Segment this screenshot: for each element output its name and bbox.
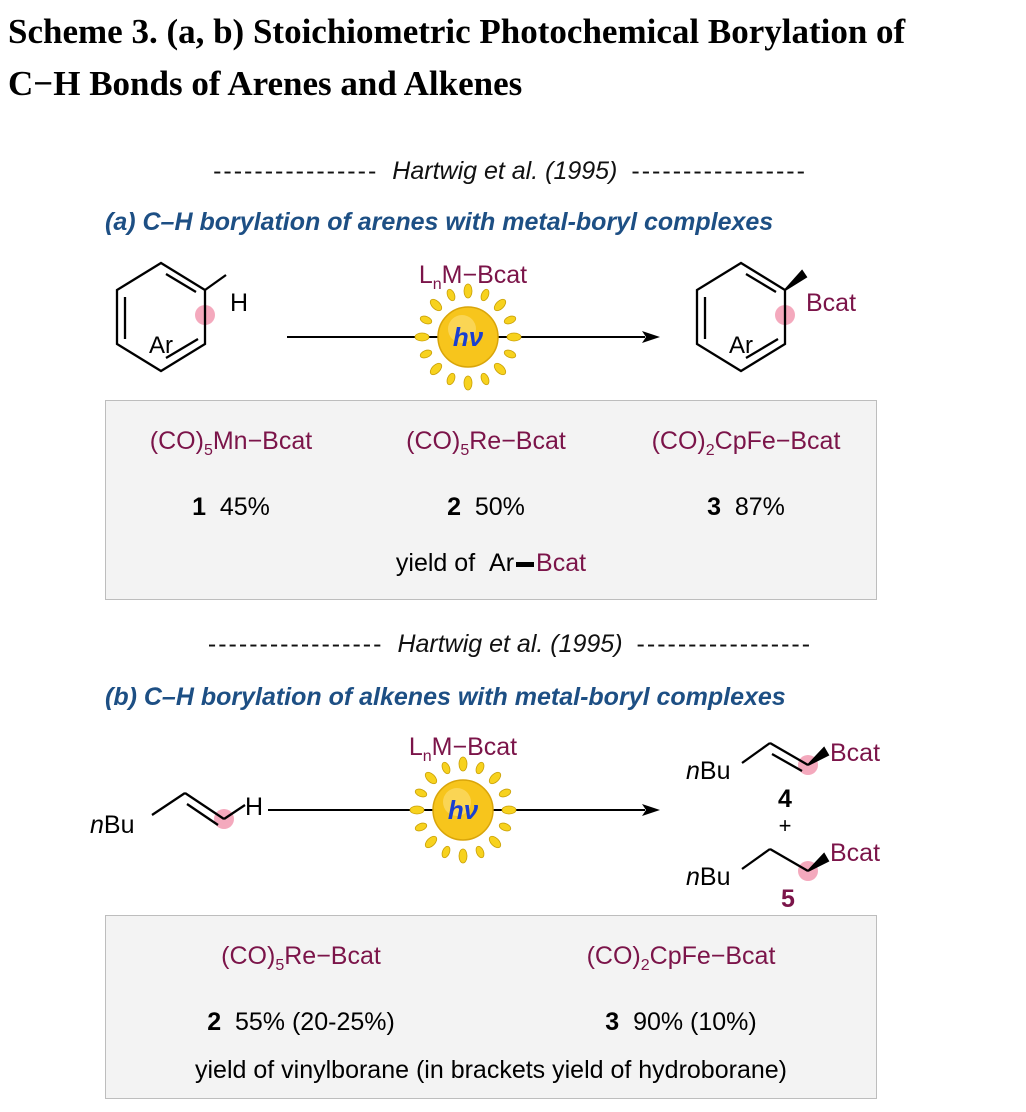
product-5-alkylborane: nBu Bcat 5 — [686, 839, 880, 910]
section-a-divider: ----------------Hartwig et al. (1995)---… — [213, 157, 807, 185]
product-5-nbu-label: nBu — [686, 863, 731, 891]
complex-a-2: (CO)5Re−Bcat — [406, 427, 566, 459]
complex-b-3: (CO)2CpFe−Bcat — [586, 942, 776, 974]
sun-icon: hν — [409, 756, 517, 864]
product-5-bcat-label: Bcat — [830, 839, 880, 867]
sun-icon: hν — [414, 283, 522, 391]
arene-product: Bcat Ar — [695, 261, 856, 373]
hv-label: hν — [448, 795, 479, 825]
complex-a-3: (CO)2CpFe−Bcat — [651, 427, 841, 459]
section-a-reagent-label: LnM−Bcat — [419, 261, 527, 293]
complex-b-2: (CO)5Re−Bcat — [221, 942, 381, 974]
section-a-citation: Hartwig et al. (1995) — [392, 157, 618, 185]
plus-sign: + — [779, 813, 792, 838]
section-b-heading: (b) C–H borylation of alkenes with metal… — [105, 683, 786, 711]
section-b-reagent-label: LnM−Bcat — [409, 733, 517, 765]
substrate-ar-label: Ar — [149, 332, 173, 359]
compound-number-4: 4 — [778, 785, 792, 813]
section-a-reaction: LnM−Bcat H Ar — [115, 261, 856, 391]
arene-substrate: H Ar — [115, 261, 248, 373]
product-ring — [695, 261, 787, 373]
complex-a-1: (CO)5Mn−Bcat — [149, 427, 313, 459]
scheme-title: Scheme 3. (a, b) Stoichiometric Photoche… — [8, 6, 1018, 110]
product-4-nbu-label: nBu — [686, 757, 731, 785]
product-bcat-label: Bcat — [806, 289, 856, 317]
substrate-nbu-label: nBu — [90, 811, 135, 839]
substrate-ring — [115, 261, 207, 373]
product-4-bcat-label: Bcat — [830, 739, 880, 767]
substrate-h-atom: H — [230, 289, 248, 317]
section-a-heading: (a) C–H borylation of arenes with metal-… — [105, 208, 774, 236]
yield-a-2: 2 50% — [447, 493, 525, 521]
section-b-complex-box: (CO)5Re−Bcat (CO)2CpFe−Bcat 2 55% (20-25… — [105, 915, 877, 1099]
yield-a-3: 3 87% — [707, 493, 785, 521]
product-ar-label: Ar — [729, 332, 753, 359]
section-b-citation: Hartwig et al. (1995) — [397, 630, 623, 658]
yield-b-2: 2 55% (20-25%) — [207, 1008, 395, 1036]
product-4-vinylborane: nBu Bcat 4 — [686, 739, 880, 813]
section-b-reaction: LnM−Bcat nBu H — [90, 733, 880, 910]
substrate-h-atom: H — [245, 793, 263, 821]
title-line-1: Scheme 3. (a, b) Stoichiometric Photoche… — [8, 12, 906, 51]
yield-b-3: 3 90% (10%) — [605, 1008, 757, 1036]
compound-number-5: 5 — [781, 885, 795, 910]
section-b-divider: -----------------Hartwig et al. (1995)--… — [207, 630, 813, 658]
title-line-2: C−H Bonds of Arenes and Alkenes — [8, 64, 523, 103]
alkene-substrate: nBu H — [90, 792, 263, 839]
section-b-yield-caption: yield of vinylborane (in brackets yield … — [195, 1056, 787, 1084]
hv-label: hν — [453, 322, 484, 352]
section-a-complex-box: (CO)5Mn−Bcat (CO)5Re−Bcat (CO)2CpFe−Bcat… — [105, 400, 877, 600]
yield-a-1: 1 45% — [192, 493, 270, 521]
